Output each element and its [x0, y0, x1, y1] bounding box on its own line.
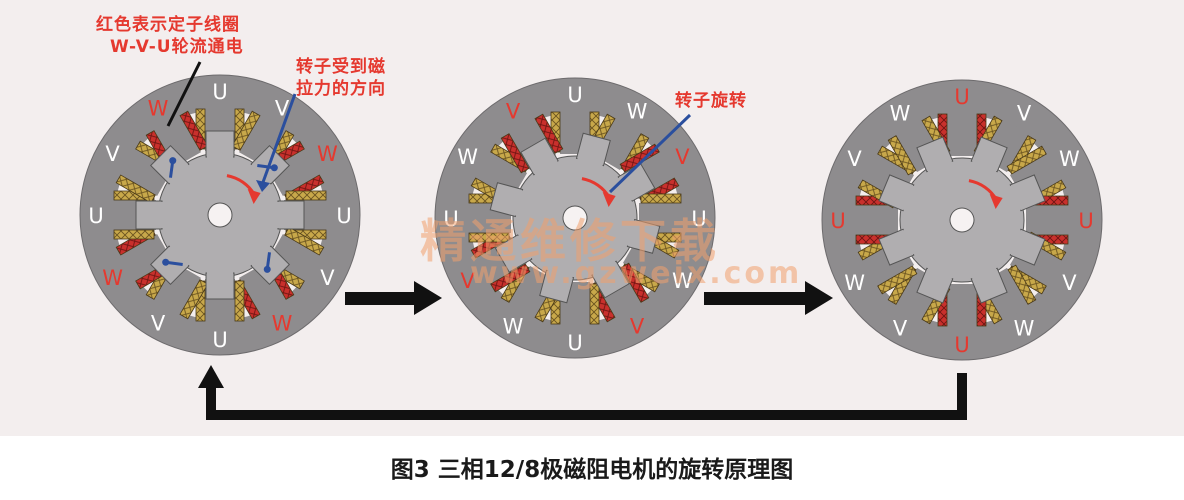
stator-pole — [854, 195, 898, 245]
flow-arrow-2-to-3 — [704, 281, 833, 315]
pole-label: V — [893, 316, 908, 340]
coil-idle — [285, 190, 327, 201]
pole-label: W — [627, 100, 648, 124]
coil-idle — [877, 265, 918, 295]
pole-label: V — [847, 147, 862, 171]
pole-label: U — [830, 209, 845, 233]
coil-idle — [1007, 264, 1037, 305]
rotor — [878, 136, 1046, 304]
coil-idle — [284, 226, 325, 256]
coil-idle — [468, 232, 510, 243]
coil-note-line1: 红色表示定子线圈 — [96, 15, 240, 35]
pole-label: W — [844, 271, 865, 295]
rotor — [135, 130, 305, 300]
stator-pole — [115, 140, 176, 204]
pole-label: U — [567, 331, 582, 355]
coil-note-line2: W-V-U轮流通电 — [110, 37, 244, 57]
pole-label: V — [506, 100, 521, 124]
motor-step-2: U W V U W V U W V U W V — [434, 77, 716, 359]
stator-pole — [937, 112, 987, 156]
pole-label: U — [954, 333, 969, 357]
pole-label: U — [567, 83, 582, 107]
pole-label: W — [148, 97, 169, 121]
rotation-note-pointer — [608, 113, 692, 194]
pole-label: W — [503, 314, 524, 338]
pole-label: W — [1014, 316, 1035, 340]
coil-energized — [620, 262, 650, 303]
coil-note-pointer — [166, 61, 202, 127]
pole-label: U — [954, 85, 969, 109]
figure-caption: 图3 三相12/8极磁阻电机的旋转原理图 — [390, 457, 794, 483]
pole-label: W — [102, 266, 123, 290]
rotor-shaft-hole — [949, 207, 975, 233]
coil-idle — [589, 283, 600, 325]
pole-label: V — [460, 269, 475, 293]
pole-label: V — [151, 311, 166, 335]
coil-energized — [500, 133, 530, 174]
pole-label: W — [672, 269, 693, 293]
rotor-shaft-hole — [562, 205, 588, 231]
rotor-shaft-hole — [207, 202, 233, 228]
coil-idle — [231, 110, 261, 151]
pull-note-pointer-head — [256, 180, 270, 192]
coil-idle — [234, 280, 245, 322]
coil-energized — [534, 113, 564, 154]
pole-label: W — [1059, 147, 1080, 171]
pole-label: W — [317, 142, 338, 166]
pole-label: U — [212, 80, 227, 104]
pole-label: W — [272, 311, 293, 335]
coil-idle — [887, 135, 917, 176]
coil-idle — [640, 193, 682, 204]
rotor-rotation-note: 转子旋转 — [675, 90, 747, 112]
coil-idle — [113, 229, 155, 240]
pole-label: W — [457, 145, 478, 169]
pole-label: U — [443, 207, 458, 231]
pole-label: U — [1078, 209, 1093, 233]
flow-return-arrow — [198, 365, 967, 420]
pole-label: U — [88, 204, 103, 228]
coil-idle — [179, 279, 209, 320]
pull-note-line2: 拉力的方向 — [296, 79, 386, 99]
pole-label: V — [630, 314, 645, 338]
flow-arrow-1-to-2 — [345, 281, 442, 315]
coil-energized — [179, 110, 209, 151]
coil-idle — [1006, 145, 1047, 175]
stator-pole — [937, 284, 987, 328]
pole-label: V — [105, 142, 120, 166]
pole-label: U — [336, 204, 351, 228]
pole-label: W — [890, 102, 911, 126]
pole-label: V — [1062, 271, 1077, 295]
rotation-note-text: 转子旋转 — [675, 91, 747, 111]
pull-direction-note: 转子受到磁 拉力的方向 — [296, 56, 386, 100]
pole-label: V — [1017, 102, 1032, 126]
pole-label: U — [691, 207, 706, 231]
pole-label: U — [212, 328, 227, 352]
motor-step-3: U V W U V W U V W U V W — [821, 79, 1103, 361]
coil-idle — [115, 174, 156, 204]
pull-note-pointer — [260, 93, 297, 186]
pole-label: V — [320, 266, 335, 290]
pole-label: V — [675, 145, 690, 169]
pull-note-line1: 转子受到磁 — [296, 57, 386, 77]
rotor — [489, 132, 661, 304]
coil-energized-note: 红色表示定子线圈 W-V-U轮流通电 — [96, 14, 244, 58]
coil-energized — [490, 263, 531, 293]
